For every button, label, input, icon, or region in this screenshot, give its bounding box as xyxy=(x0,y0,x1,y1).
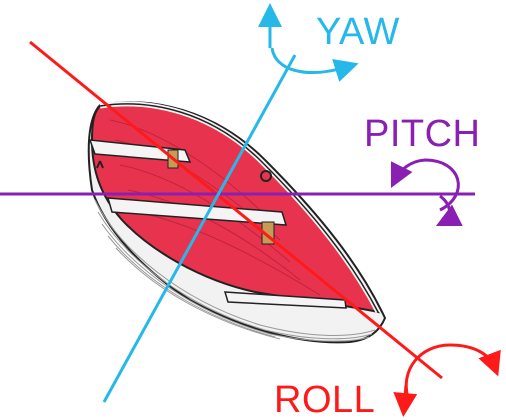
hull-planks xyxy=(94,199,376,342)
oarlock-left xyxy=(96,160,104,169)
oarlock-right xyxy=(260,170,272,182)
roll-axis-line xyxy=(29,40,443,380)
thwart-middle xyxy=(106,197,288,245)
pitch-label: PITCH xyxy=(364,113,481,155)
yaw-axis-line xyxy=(102,54,297,403)
yaw-label: YAW xyxy=(316,11,400,53)
pitch-rotation-arrow-lower-icon xyxy=(435,194,463,227)
pitch-rotation-arrow-icon xyxy=(390,158,460,212)
thwart-rear xyxy=(223,291,347,309)
rowboat-illustration xyxy=(87,101,387,344)
yaw-rotation-arrow-icon xyxy=(270,47,359,82)
roll-label: ROLL xyxy=(274,379,375,420)
roll-rotation-arrow-tail-icon xyxy=(393,384,418,417)
roll-rotation-arrow-icon xyxy=(404,343,501,399)
